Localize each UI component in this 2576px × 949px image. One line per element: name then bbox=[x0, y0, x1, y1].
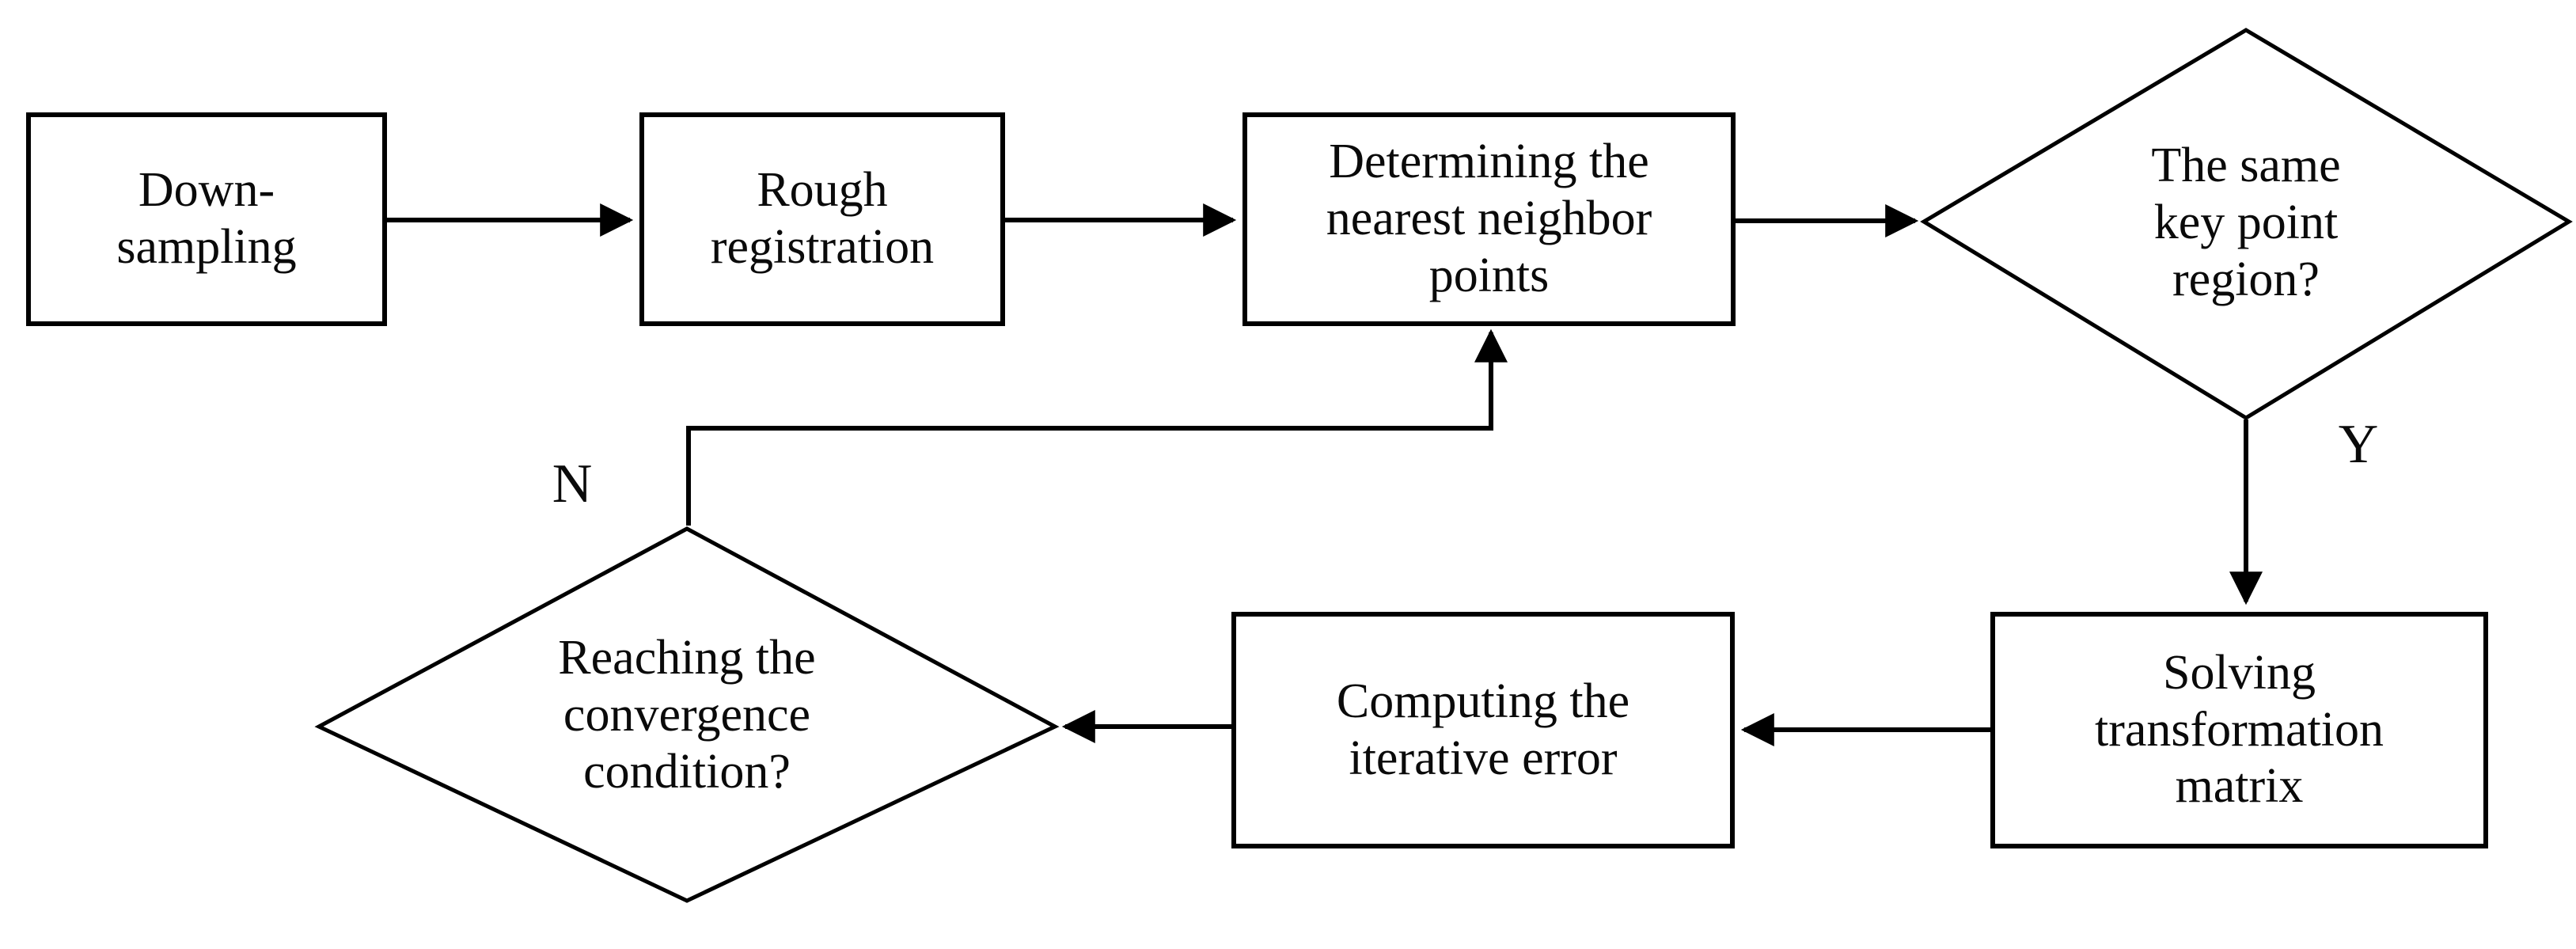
edge-label-yes: Y bbox=[2338, 414, 2379, 475]
node-iterative-error: Computing the iterative error bbox=[1231, 612, 1735, 848]
node-solving-matrix: Solving transformation matrix bbox=[1990, 612, 2488, 848]
edge-label-no: N bbox=[552, 454, 593, 514]
decision-convergence-shape bbox=[314, 526, 1060, 903]
edge-convergence-feedback bbox=[686, 328, 1508, 526]
decision-same-key-point-shape bbox=[1920, 28, 2573, 420]
node-nearest-neighbor-label: Determining the nearest neighbor points bbox=[1326, 135, 1652, 302]
node-solving-matrix-label: Solving transformation matrix bbox=[2094, 645, 2384, 814]
node-nearest-neighbor: Determining the nearest neighbor points bbox=[1242, 112, 1736, 326]
node-rough-registration-label: Rough registration bbox=[710, 163, 935, 274]
node-downsampling-label: Down- sampling bbox=[116, 163, 297, 274]
node-rough-registration: Rough registration bbox=[639, 112, 1005, 326]
node-downsampling: Down- sampling bbox=[26, 112, 387, 326]
node-iterative-error-label: Computing the iterative error bbox=[1336, 674, 1630, 785]
